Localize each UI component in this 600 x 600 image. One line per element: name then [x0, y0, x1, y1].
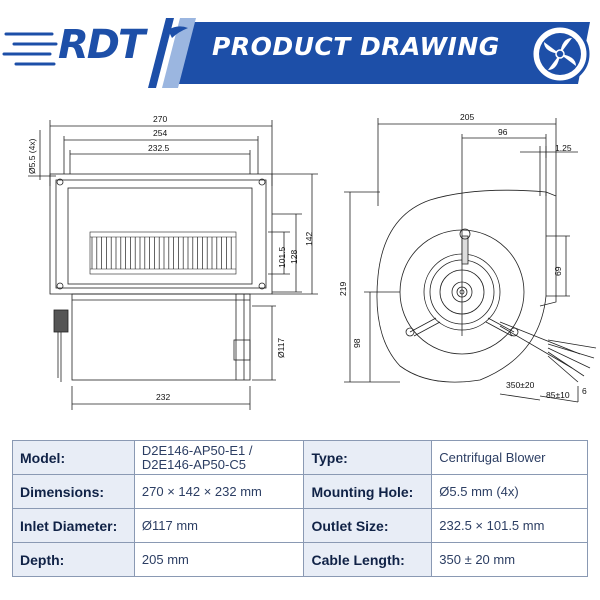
spec-label: Inlet Diameter: [12, 508, 135, 543]
dim-outlet-width: 232.5 [148, 143, 170, 153]
spec-value: Ø5.5 mm (4x) [431, 474, 588, 509]
dim-cable-len: 350±20 [506, 380, 535, 390]
dim-depth: 232 [156, 392, 171, 402]
dim-height-mid: 128 [289, 249, 299, 264]
spec-label: Mounting Hole: [303, 474, 433, 509]
dim-strip-len: 85±10 [546, 390, 570, 400]
dim-inlet: Ø117 [276, 337, 286, 358]
drawing-svg [28, 118, 597, 410]
spec-value: Ø117 mm [133, 508, 305, 543]
dim-hole: Ø5.5 (4x) [27, 138, 37, 174]
spec-value: 205 mm [133, 542, 305, 577]
dim-outlet-side: 69 [553, 266, 563, 276]
dim-overall-height: 142 [304, 231, 314, 246]
dim-offset: 96 [498, 127, 508, 137]
spec-value: D2E146-AP50-E1 / D2E146-AP50-C5 [133, 440, 305, 475]
spec-value: Centrifugal Blower [431, 440, 588, 475]
spec-label: Depth: [12, 542, 135, 577]
spec-label: Outlet Size: [303, 508, 433, 543]
banner-title: PRODUCT DRAWING [212, 32, 500, 61]
header-graphics [2, 18, 590, 88]
spec-value: 270 × 142 × 232 mm [133, 474, 305, 509]
dim-flange: 1.25 [555, 143, 572, 153]
technical-drawing: 270 254 232.5 Ø5.5 (4x) 101.5 128 142 Ø1… [0, 96, 600, 426]
spec-label: Dimensions: [12, 474, 135, 509]
spec-label: Model: [12, 440, 135, 475]
dim-outlet-height: 101.5 [277, 246, 287, 268]
banner-shape [174, 22, 590, 84]
side-view [344, 118, 597, 403]
dim-total-width: 205 [460, 112, 475, 122]
dim-mount-span: 254 [153, 128, 168, 138]
front-view [28, 120, 318, 410]
dim-overall-width: 270 [153, 114, 168, 124]
dim-strip-end: 6 [582, 386, 587, 396]
logo: RDT [58, 22, 145, 68]
spec-label: Cable Length: [303, 542, 433, 577]
speed-lines [2, 32, 58, 66]
header: RDT PRODUCT DRAWING [0, 0, 600, 92]
dim-lower: 98 [352, 338, 362, 348]
spec-value: 350 ± 20 mm [431, 542, 588, 577]
dim-height: 219 [338, 281, 348, 296]
spec-label: Type: [303, 440, 433, 475]
fan-icon [530, 24, 590, 84]
spec-value: 232.5 × 101.5 mm [431, 508, 588, 543]
